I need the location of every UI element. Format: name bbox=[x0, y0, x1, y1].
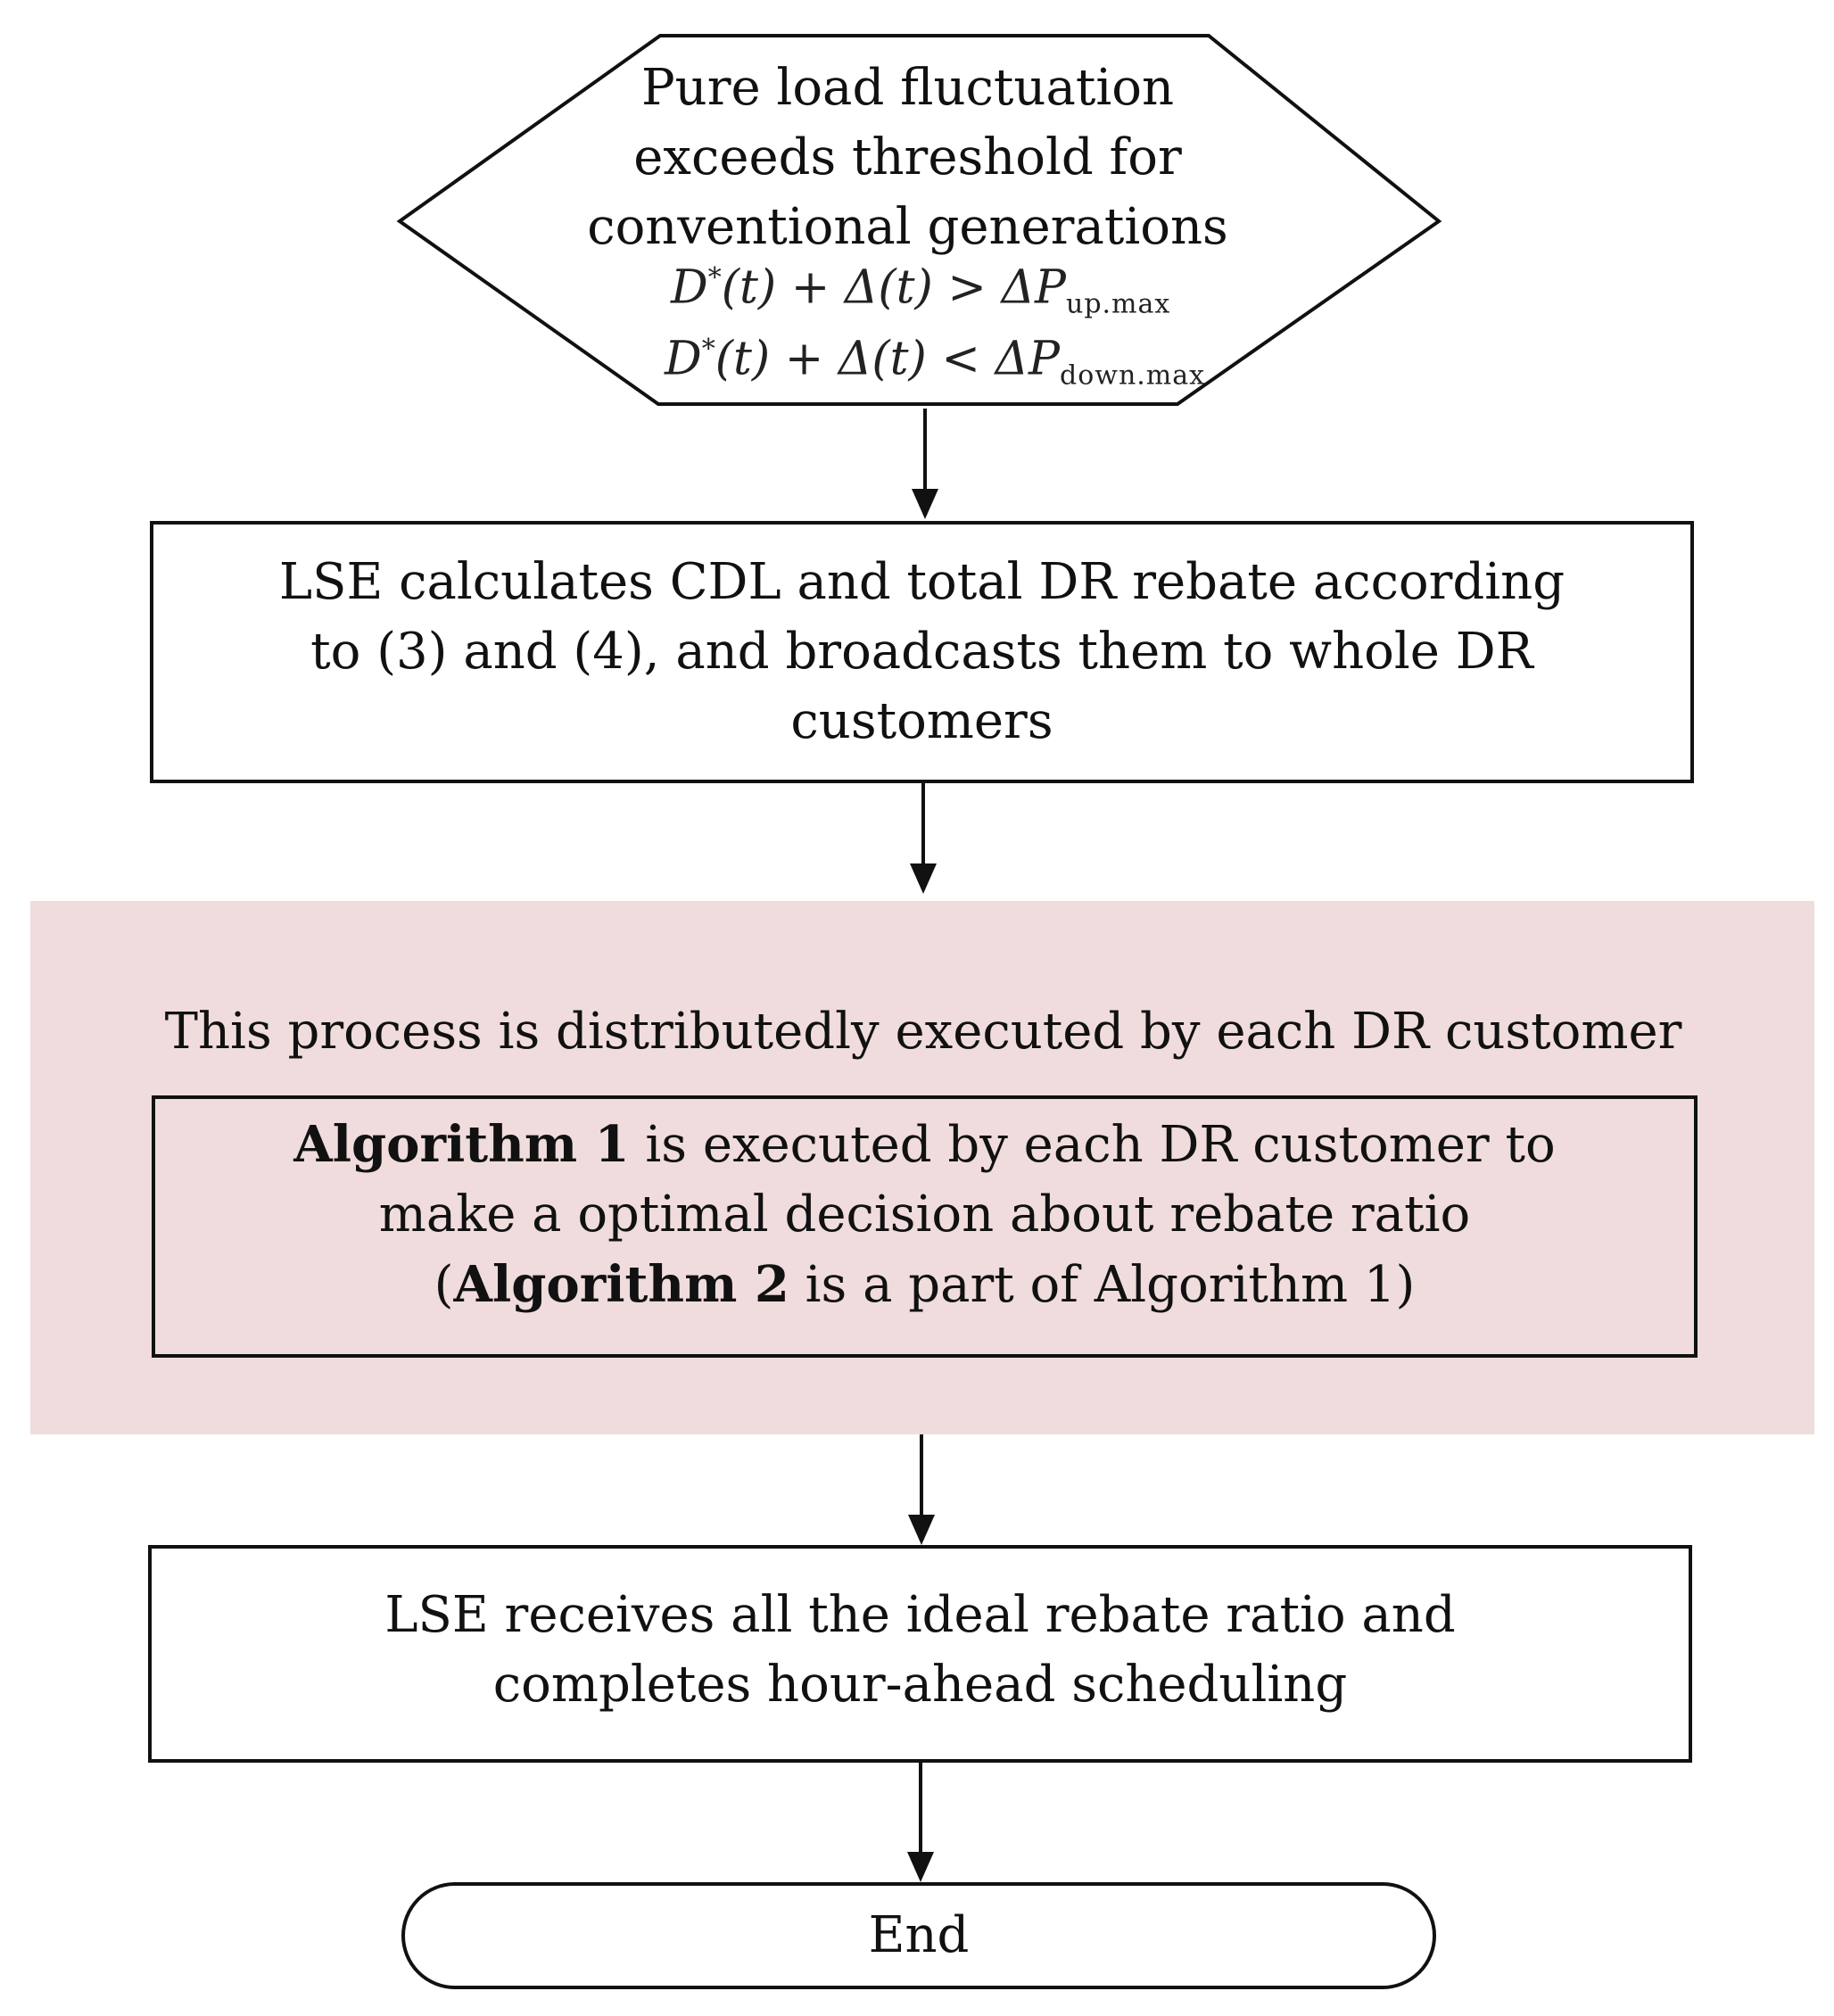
decision-text: Pure load fluctuation exceeds threshold … bbox=[500, 54, 1316, 262]
decision-hexagon bbox=[396, 34, 1442, 406]
lse-calc-line-2: to (3) and (4), and broadcasts them to w… bbox=[310, 623, 1533, 681]
arrowhead-3 bbox=[908, 1515, 935, 1545]
arrowhead-4 bbox=[907, 1852, 934, 1882]
distributed-region-title: This process is distributedly executed b… bbox=[164, 1003, 1682, 1061]
lse-receive-text: LSE receives all the ideal rebate ratio … bbox=[168, 1581, 1673, 1720]
end-label: End bbox=[868, 1906, 970, 1964]
algorithm-text: Algorithm 1 is executed by each DR custo… bbox=[169, 1110, 1680, 1320]
decision-line-2: exceeds threshold for bbox=[633, 128, 1182, 186]
decision-line-3: conventional generations bbox=[587, 198, 1228, 256]
lse-receive-box bbox=[148, 1545, 1692, 1763]
decision-line-1: Pure load fluctuation bbox=[640, 59, 1175, 117]
decision-equation-1: D*(t) + Δ(t) > ΔPup.max bbox=[671, 260, 1171, 320]
lse-receive-line-1: LSE receives all the ideal rebate ratio … bbox=[384, 1586, 1456, 1644]
distributed-process-region bbox=[30, 901, 1814, 1434]
lse-receive-line-2: completes hour-ahead scheduling bbox=[492, 1656, 1348, 1714]
algorithm-line-1: Algorithm 1 is executed by each DR custo… bbox=[293, 1115, 1556, 1174]
lse-calc-text: LSE calculates CDL and total DR rebate a… bbox=[169, 548, 1674, 756]
arrowhead-1 bbox=[912, 489, 938, 519]
algorithm-line-3: (Algorithm 2 is a part of Algorithm 1) bbox=[434, 1255, 1416, 1314]
algorithm-1-bold: Algorithm 1 bbox=[293, 1115, 630, 1174]
lse-calc-box bbox=[150, 521, 1694, 783]
end-terminator bbox=[401, 1882, 1436, 1989]
algorithm-2-bold: Algorithm 2 bbox=[453, 1255, 789, 1314]
algorithm-line-2: make a optimal decision about rebate rat… bbox=[378, 1186, 1471, 1243]
arrowhead-2 bbox=[910, 863, 937, 894]
lse-calc-line-1: LSE calculates CDL and total DR rebate a… bbox=[278, 553, 1566, 611]
lse-calc-line-3: customers bbox=[790, 692, 1053, 750]
algorithm-box bbox=[152, 1095, 1698, 1358]
decision-equation-2: D*(t) + Δ(t) < ΔPdown.max bbox=[665, 332, 1206, 392]
